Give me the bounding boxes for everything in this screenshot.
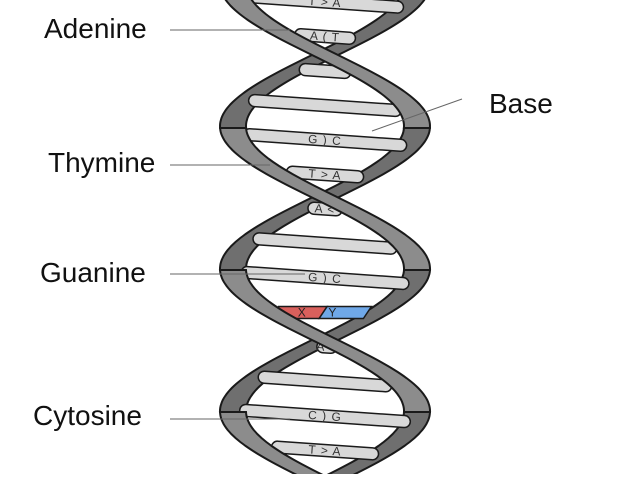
- base-pair-11: [257, 370, 393, 393]
- base-pair-rung: [247, 93, 403, 118]
- leader-lines-layer: [170, 29, 463, 420]
- base-x-label: X: [298, 306, 306, 320]
- strand-b-segment-2: [218, 127, 431, 271]
- base-pair-3: [247, 93, 403, 118]
- strand-front-layer: [218, 0, 432, 479]
- base-pair-12: C ) G: [238, 403, 412, 429]
- base-pair-label: G ) C: [308, 132, 343, 148]
- base-pairs-layer: T > AA ( TG ) CT > AA <G ) CYXA <C ) GT …: [238, 0, 412, 461]
- base-pair-label: C ) G: [308, 408, 343, 424]
- base-pair-8: G ) C: [240, 265, 410, 291]
- base-pair-rung: [252, 232, 398, 255]
- base-pair-4: G ) C: [242, 127, 408, 153]
- strand-a-segment-4: [316, 411, 432, 479]
- label-base: Base: [489, 88, 553, 119]
- strand-a-segment-3: [218, 269, 431, 413]
- strand-b-segment-4: [218, 411, 334, 479]
- base-pair-label: T > A: [308, 166, 342, 182]
- base-pair-rung: [238, 403, 412, 429]
- label-guanine: Guanine: [40, 257, 146, 288]
- base-pair-0: T > A: [245, 0, 405, 14]
- base-pair-13: T > A: [270, 440, 380, 461]
- base-pair-label: A ( T: [309, 28, 340, 44]
- base-y-label: Y: [328, 306, 336, 320]
- base-pair-rung: [257, 370, 393, 393]
- strand-a-segment-1: [224, 0, 432, 129]
- label-thymine: Thymine: [48, 147, 156, 178]
- base-pair-label: T > A: [308, 442, 342, 458]
- base-pair-label: G ) C: [308, 270, 343, 286]
- base-pair-rung: [245, 0, 405, 14]
- label-cytosine: Cytosine: [33, 400, 142, 431]
- base-pair-label: T > A: [308, 0, 342, 10]
- base-pair-7: [252, 232, 398, 255]
- base-y-block: [317, 305, 373, 320]
- label-adenine: Adenine: [44, 13, 147, 44]
- base-leader-line: [371, 98, 463, 132]
